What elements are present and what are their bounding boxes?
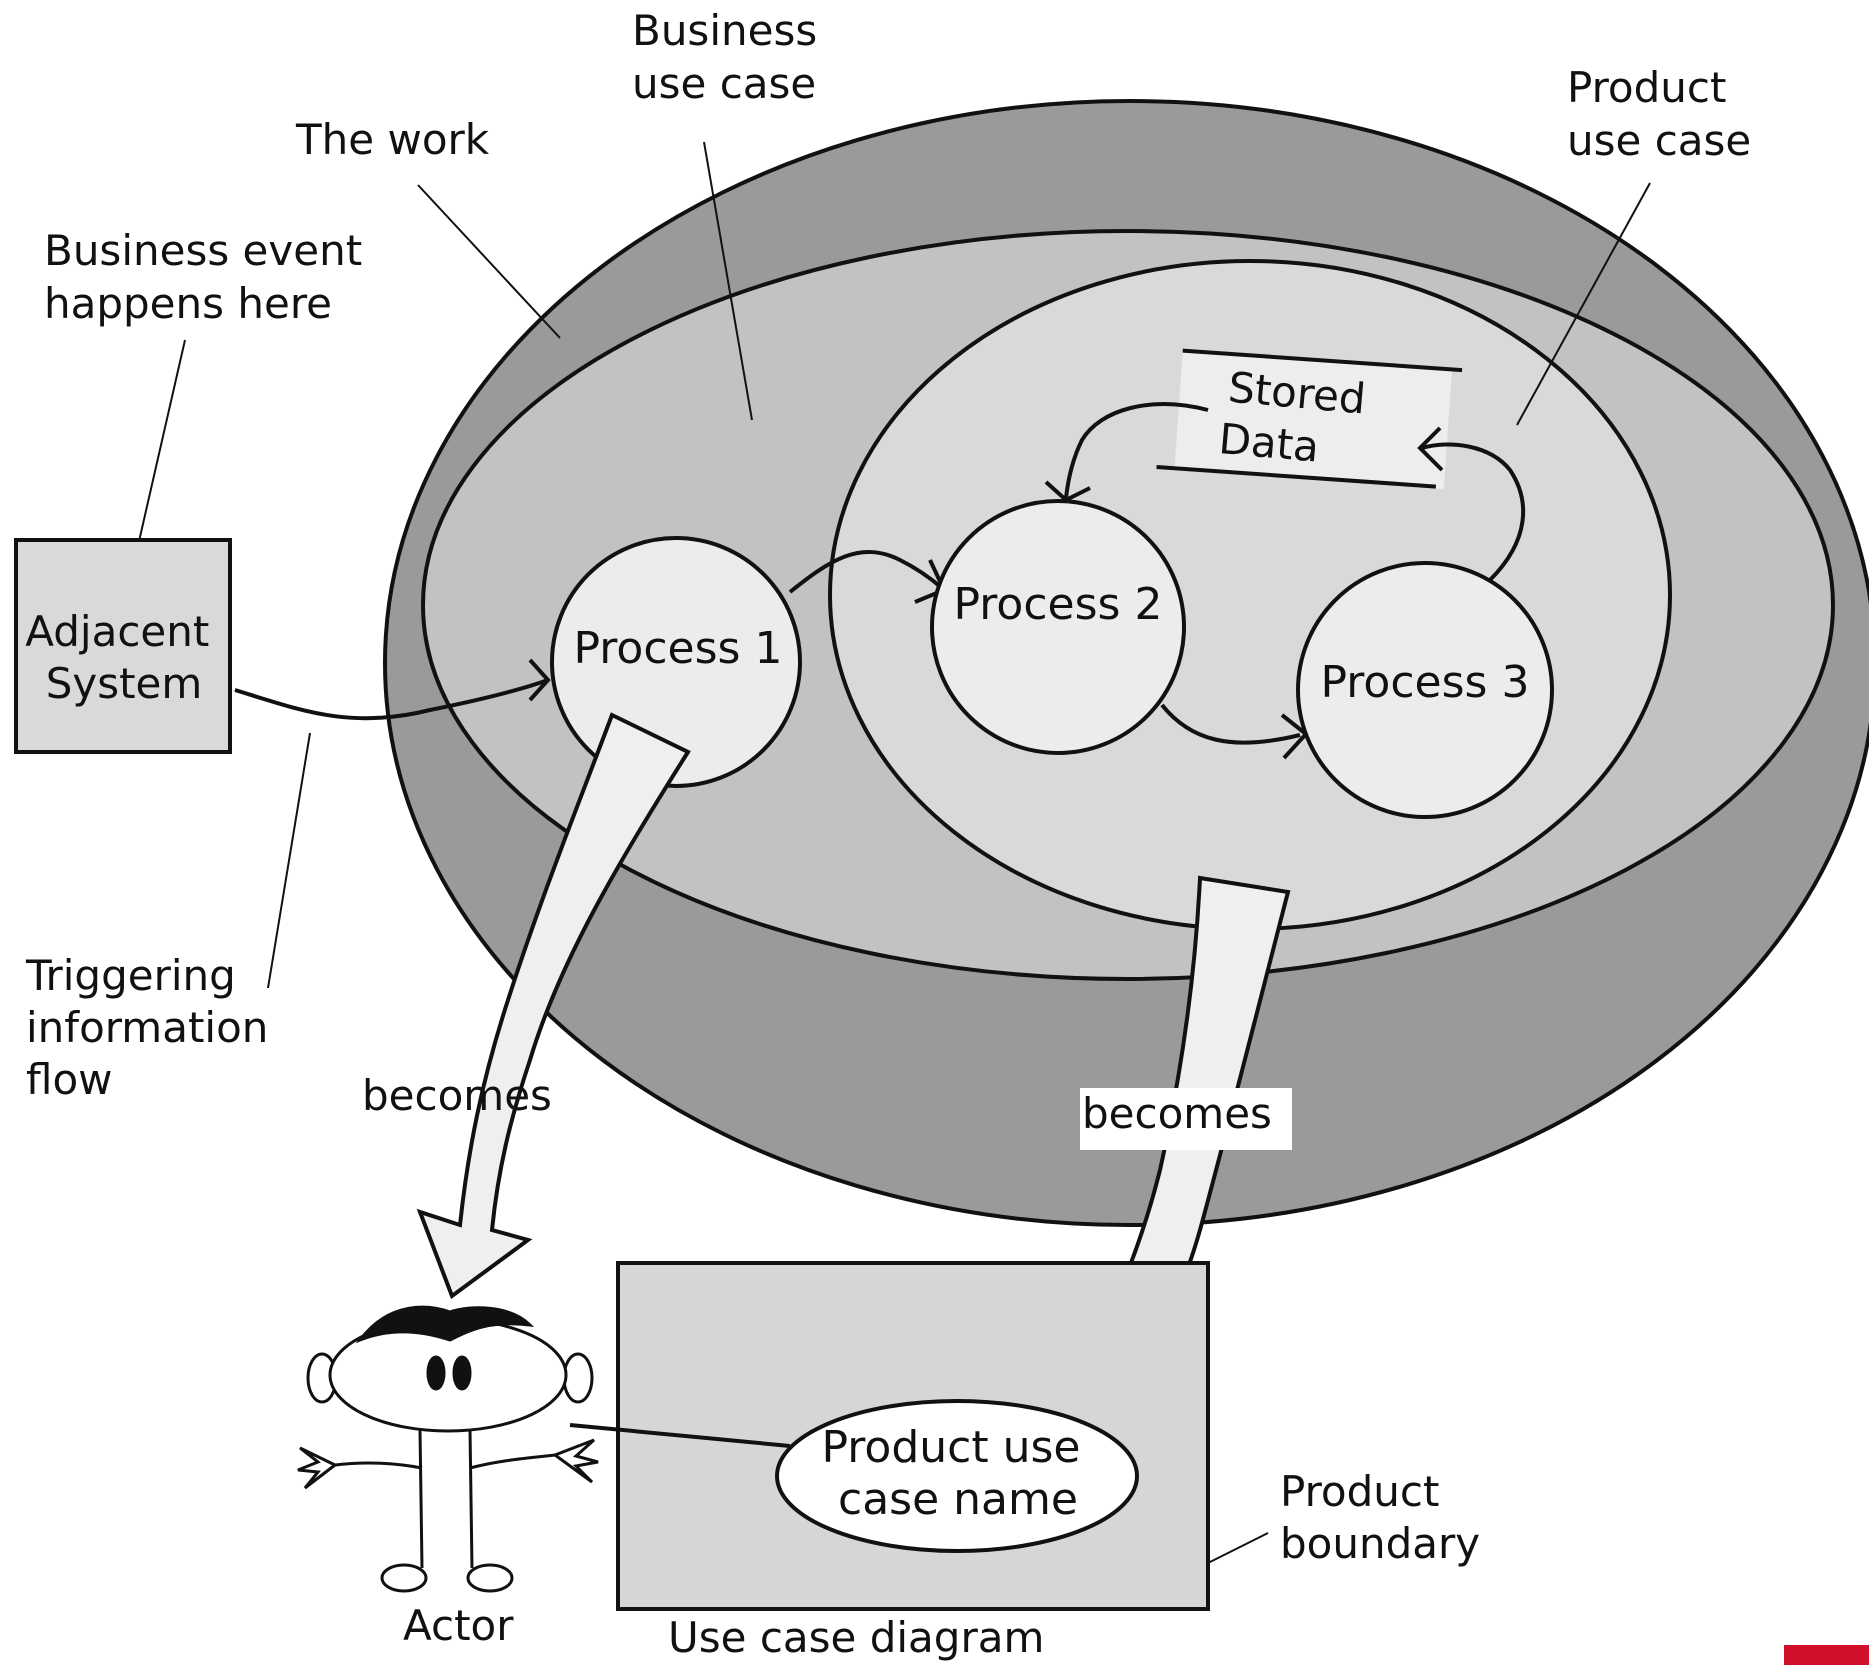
becomes-left-label: becomes: [362, 1071, 552, 1120]
triggering-flow-label-line-3: flow: [26, 1055, 113, 1104]
process2-to-process3-arrow: [1160, 703, 1301, 745]
product-boundary-label-line-1: Product: [1280, 1467, 1439, 1516]
product-use-case-oval: [775, 1399, 1139, 1553]
business-use-case-label-line-1: Business: [632, 6, 817, 55]
becomes-right-label: becomes: [1082, 1089, 1272, 1138]
store-arrowhead: [1417, 426, 1444, 472]
adjacent-system-box: [14, 538, 232, 754]
stored-data-store: [1156, 348, 1463, 490]
product-use-case-label: Product use case: [1567, 63, 1751, 165]
actor-hair: [355, 1305, 535, 1344]
business-event-label-line-1: Business event: [44, 226, 362, 275]
actor-right-foot: [466, 1563, 514, 1593]
the-work-leader: [417, 184, 561, 339]
triggering-flow-leader: [267, 732, 311, 989]
product-use-case-leader: [1516, 182, 1651, 426]
business-use-case-label-line-2: use case: [632, 59, 816, 108]
actor-label: Actor: [403, 1601, 514, 1650]
actor-left-hand: [297, 1446, 338, 1490]
product-boundary-label-line-2: boundary: [1280, 1519, 1480, 1568]
product-use-case-name-line-2: case name: [838, 1474, 1078, 1525]
trigger-flow-arrow: [234, 678, 549, 721]
actor-right-ear: [562, 1352, 594, 1404]
stored-data-label: Stored Data: [1217, 362, 1381, 476]
becomes-arrow-left: [416, 712, 691, 1300]
process-3-label: Process 3: [1321, 657, 1530, 708]
triggering-flow-label-line-2: information: [26, 1003, 268, 1052]
business-use-case-leader: [703, 141, 753, 421]
the-work-label: The work: [295, 115, 490, 164]
triggering-flow-label: Triggering information flow: [25, 951, 282, 1104]
adjacent-system-label-line-1: Adjacent: [25, 607, 209, 656]
actor-figure: [297, 1305, 599, 1593]
stored-data-label-line-2: Data: [1217, 414, 1321, 472]
business-event-label-line-2: happens here: [44, 279, 332, 328]
business-use-case-label: Business use case: [632, 6, 831, 108]
business-event-label: Business event happens here: [44, 226, 376, 328]
product-use-case-label-line-2: use case: [1567, 116, 1751, 165]
actor-left-foot: [380, 1563, 428, 1593]
actor-left-eye: [426, 1355, 446, 1391]
triggering-flow-label-line-1: Triggering: [25, 951, 236, 1000]
business-event-leader: [131, 339, 186, 573]
process-3-bubble: [1296, 561, 1554, 819]
becomes-right-label-bg: [1080, 1088, 1292, 1150]
product-use-case-name-line-1: Product use: [822, 1422, 1081, 1473]
process-1-label: Process 1: [574, 623, 783, 674]
actor-right-arm: [469, 1453, 556, 1470]
actor-body-right: [468, 1429, 474, 1569]
adjacent-system-label: Adjacent System: [25, 607, 222, 708]
trigger-arrowhead: [528, 658, 551, 702]
store-to-process2-arrow: [1064, 402, 1209, 499]
process1-to-process2-arrow: [788, 550, 944, 594]
product-boundary-leader: [1207, 1532, 1269, 1564]
adjacent-system-label-line-2: System: [46, 659, 203, 708]
corner-accent: [1784, 1645, 1869, 1665]
actor-right-hand: [551, 1438, 599, 1484]
use-case-diagram-label: Use case diagram: [668, 1613, 1044, 1662]
actor-left-arm: [334, 1461, 423, 1470]
actor-right-eye: [452, 1355, 472, 1391]
product-use-case-name-label: Product use case name: [822, 1422, 1095, 1525]
process-2-label: Process 2: [954, 579, 1163, 630]
actor-association-line: [569, 1423, 791, 1448]
product-use-case-label-line-1: Product: [1567, 63, 1726, 112]
process-2-bubble: [930, 499, 1186, 755]
product-boundary-label: Product boundary: [1280, 1467, 1480, 1568]
stored-data-label-line-1: Stored: [1226, 363, 1367, 424]
actor-body-left: [418, 1429, 424, 1569]
process3-to-store-arrow: [1421, 442, 1526, 582]
leader-lines: [131, 141, 1651, 1564]
